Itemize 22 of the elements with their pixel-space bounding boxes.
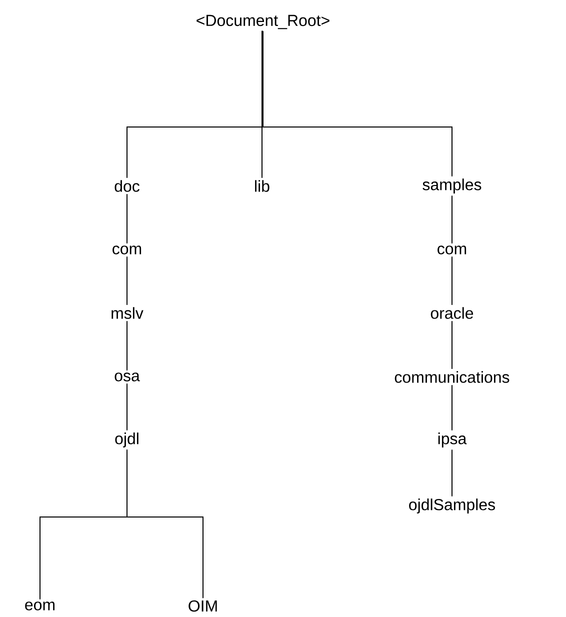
- folder-label: ipsa: [438, 432, 467, 448]
- folder-label: oracle: [430, 307, 474, 319]
- folder-label: OIM: [188, 600, 217, 612]
- connector-line: [126, 194, 128, 244]
- folder-label: doc: [114, 180, 140, 192]
- connector-line: [126, 320, 128, 371]
- folder-label: communications: [394, 371, 510, 383]
- connector-line: [262, 30, 264, 178]
- folder-label: ojdl: [115, 432, 138, 448]
- connector-line: [126, 256, 128, 306]
- folder-label: eom: [25, 602, 54, 610]
- connector-line: [126, 449, 204, 599]
- folder-label: samples: [422, 178, 482, 194]
- folder-label: com: [112, 246, 142, 254]
- folder-label: com: [438, 246, 466, 254]
- folder-label: mslv: [112, 307, 144, 319]
- folder-label: ojdlSamples: [409, 498, 495, 514]
- connector-line: [126, 383, 128, 431]
- folder-label: osa: [114, 372, 140, 382]
- connector-line: [262, 30, 452, 177]
- folder-label: <Document_Root>: [196, 14, 330, 30]
- folder-label: lib: [255, 180, 270, 192]
